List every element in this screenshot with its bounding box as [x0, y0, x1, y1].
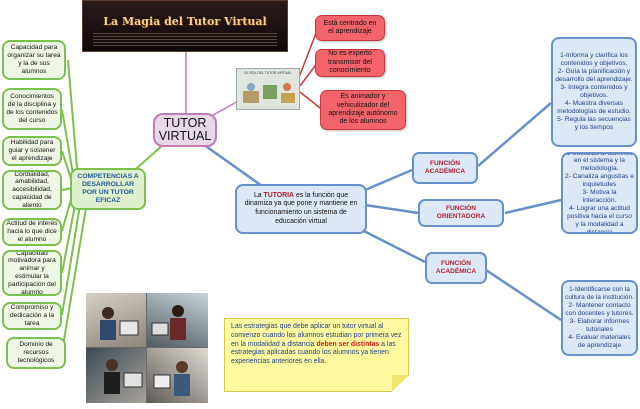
edge-comp-item-1: [67, 59, 79, 181]
competencia-item: Conocimientos de la disciplina y de los …: [2, 88, 62, 130]
edge-tutoria-fn1: [364, 168, 413, 192]
strategy-note-text: Las estrategias que debe aplicar un tuto…: [231, 323, 402, 366]
banner-title: La Magia del Tutor Virtual: [103, 15, 267, 28]
classroom-photo: [86, 293, 208, 403]
thumbnail-illustration: [243, 83, 295, 103]
banner-subtext-texture: [93, 33, 277, 47]
funcion-detail: 1-Identificarse con la cultura de la ins…: [561, 280, 638, 356]
funcion-node: FUNCIÓN ACADÉMICA: [425, 252, 487, 284]
competencia-item: Habilidad para guiar y sostener el apren…: [2, 136, 62, 166]
edge-comp-item-6: [61, 199, 77, 274]
note-fold-corner: [392, 375, 409, 392]
edge-fn2-detail: [504, 198, 562, 215]
strategy-note: Las estrategias que debe aplicar un tuto…: [224, 318, 409, 392]
funcion-node: FUNCIÓN ORIENTADORA: [418, 199, 504, 227]
edge-tutoria-fn3: [357, 226, 426, 264]
tutoria-keyword: TUTORIA: [263, 191, 295, 199]
central-node-line-2: VIRTUAL: [158, 129, 212, 143]
edge-fn1-detail: [477, 102, 552, 167]
edge-center-tutoria: [199, 140, 263, 188]
tutor-role-thumbnail: EL ROL DEL TUTOR VIRTUAL: [236, 68, 300, 110]
competencias-hub: COMPETENCIAS A DESARROLLAR POR UN TUTOR …: [70, 168, 146, 210]
funcion-detail: 1-Socializa al alumnos en el sistema y l…: [561, 152, 638, 234]
edge-thumb-red-1: [297, 27, 319, 81]
rol-item: Está centrado en el aprendizaje: [315, 15, 385, 41]
strategy-note-keyword: deben ser distintas: [316, 340, 380, 348]
rol-item: No es experto transmisor del conocimient…: [315, 49, 385, 77]
funcion-detail: 1-Informa y clarifica los contenidos y o…: [551, 37, 637, 147]
edge-fn3-detail: [485, 268, 562, 322]
people-at-computers-icon: [100, 305, 190, 396]
edge-tutoria-fn2: [364, 203, 419, 215]
competencia-item: Capacidad motivadora para animar y estim…: [2, 250, 62, 296]
edge-comp-item-2: [61, 109, 75, 181]
thumbnail-title: EL ROL DEL TUTOR VIRTUAL: [244, 71, 292, 75]
banner-image: La Magia del Tutor Virtual: [82, 0, 288, 52]
edge-comp-item-8: [61, 207, 87, 353]
competencia-item: Dominio de recursos tecnológicos: [6, 337, 66, 369]
funcion-node: FUNCIÓN ACADÉMICA: [412, 152, 478, 184]
competencia-item: Actitud de interés hacia lo que dice el …: [2, 218, 62, 246]
competencia-item: Capacidad para organizar su tarea y la d…: [2, 40, 66, 80]
tutoria-definition: La TUTORIA es la función que dinamiza ya…: [235, 184, 367, 234]
tutoria-definition-text: La TUTORIA es la función que dinamiza ya…: [244, 191, 358, 225]
competencia-item: Compromiso y dedicación a la tarea: [2, 302, 62, 330]
competencia-item: Cordialidad, amabilidad, accesibilidad, …: [2, 170, 62, 210]
central-node: TUTOR VIRTUAL: [153, 113, 217, 147]
central-node-line-1: TUTOR: [163, 115, 207, 130]
edge-comp-item-7: [61, 204, 81, 316]
rol-item: Es animador y vehiculizador del aprendiz…: [320, 90, 406, 130]
edge-thumb-red-3: [299, 91, 321, 109]
